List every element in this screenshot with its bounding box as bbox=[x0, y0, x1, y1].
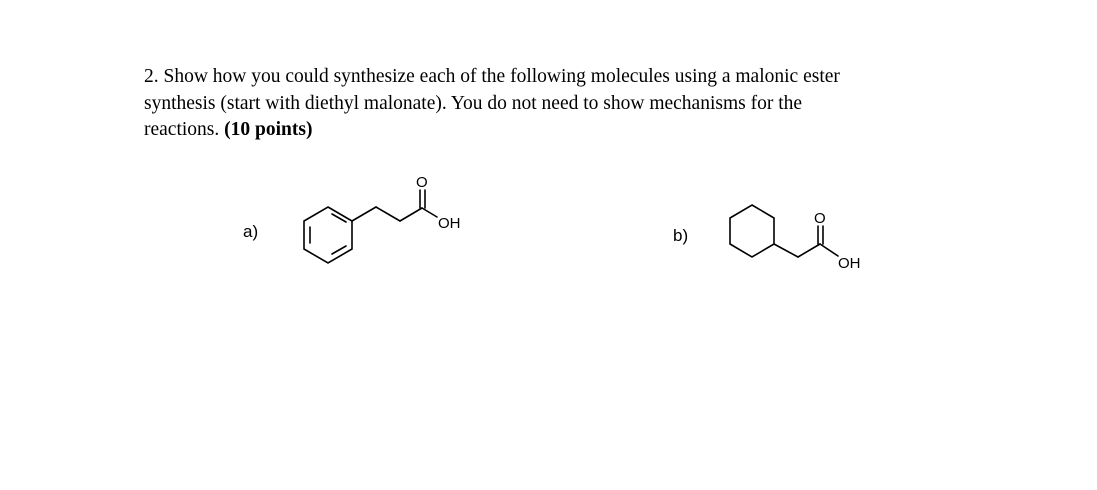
molecule-b-chain-bond-1 bbox=[773, 243, 799, 258]
molecule-a-chain-bond-3 bbox=[399, 207, 423, 222]
molecule-b-carbonyl-o: O bbox=[814, 210, 826, 227]
molecule-b-bonds bbox=[729, 204, 839, 258]
part-b-label: b) bbox=[673, 226, 689, 245]
molecule-a-hydroxyl-bond bbox=[421, 207, 438, 218]
question-points: (10 points) bbox=[224, 119, 313, 140]
molecule-a-hydroxyl: OH bbox=[438, 215, 461, 232]
part-a-label: a) bbox=[243, 222, 259, 241]
molecule-a-chain-bond-2 bbox=[375, 206, 401, 222]
molecule-a-double-bond-2 bbox=[331, 245, 347, 255]
molecule-a-bonds bbox=[303, 189, 438, 264]
molecule-a-double-bond-1 bbox=[331, 213, 347, 223]
question-line-2: synthesis (start with diethyl malonate).… bbox=[144, 92, 803, 114]
molecule-b-hydroxyl: OH bbox=[838, 255, 861, 272]
question-line-1: 2. Show how you could synthesize each of… bbox=[144, 66, 840, 87]
question-line-3-text: reactions. bbox=[144, 119, 225, 140]
molecule-b-cyclohexane-ring bbox=[729, 204, 775, 258]
molecule-a-chain-bond-1 bbox=[351, 206, 377, 222]
molecule-b-chain-bond-2 bbox=[797, 243, 821, 258]
molecule-a-carbonyl-o: O bbox=[416, 174, 428, 191]
question-line-3: reactions. (10 points) bbox=[144, 117, 1044, 144]
question-text: 2. Show how you could synthesize each of… bbox=[144, 64, 1044, 144]
molecule-b-hydroxyl-bond bbox=[819, 243, 839, 257]
